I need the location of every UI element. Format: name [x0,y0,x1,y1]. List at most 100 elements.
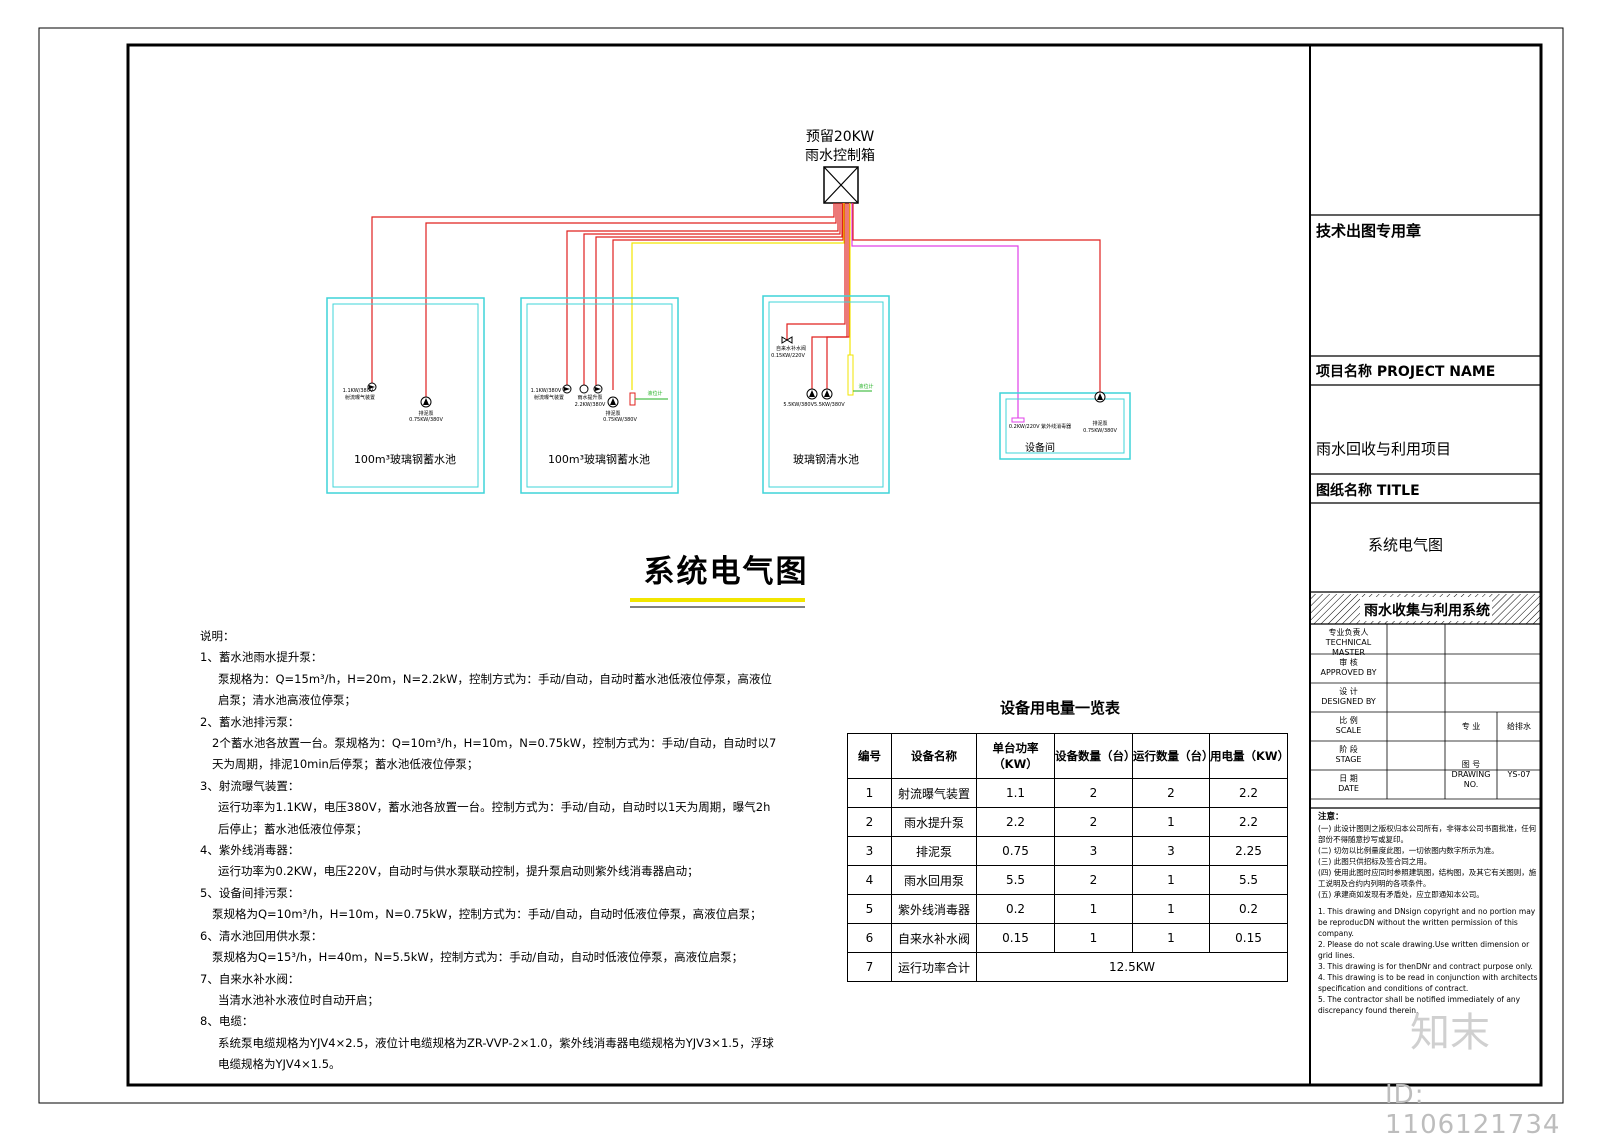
drawing-no-value: YS-07 [1507,770,1531,779]
col-run-qty: 运行数量（台） [1132,733,1214,779]
cell: 5 [847,894,892,924]
pool2-level-label: 液位计 [647,390,662,397]
total-label: 运行功率合计 [891,952,977,982]
main-title: 系统电气图 [643,554,809,590]
design-notes: 说明： 1、蓄水池雨水提升泵： 泵规格为：Q=15m³/h，H=20m，N=2.… [200,626,780,1076]
total-no: 7 [847,952,892,982]
cell: 0.2 [976,894,1055,924]
pool3-name: 玻璃钢清水池 [793,452,859,466]
title-underline [630,598,805,602]
cell: 3 [847,836,892,866]
cell: 雨水回用泵 [891,865,977,895]
note-6-title: 6、清水池回用供水泵： [200,928,323,943]
cell: 2.2 [1209,778,1288,808]
cell: 1 [1132,894,1210,924]
note-en-5: 5. The contractor shall be notified imme… [1318,995,1521,1015]
pool1-device-a-1: 1.1KW/380V [343,388,374,394]
cell: 雨水提升泵 [891,807,977,837]
note-cn-3: (三) 此图只供招标及签合同之用。 [1318,857,1432,866]
pool1-name: 100m³玻璃钢蓄水池 [354,452,456,466]
note-cn-1: (一) 此设计图则之版权归本公司所有，非得本公司书面批准，任何部份不得随意抄写或… [1318,824,1537,844]
cell: 紫外线消毒器 [891,894,977,924]
cell: 0.75 [976,836,1055,866]
col-device: 设备名称 [891,733,977,779]
role-cn: 设 计 [1339,687,1358,696]
cell: 5.5 [976,865,1055,895]
load-table: 编号 设备名称 单台功率（KW） 设备数量（台） 运行数量（台） 用电量（KW）… [847,733,1289,982]
cell: 1 [1054,894,1133,924]
pool1-device-b-1: 排泥泵 [418,410,433,417]
cell: 1 [1132,807,1210,837]
stamp-label: 技术出图专用章 [1316,222,1422,240]
cell: 1 [847,778,892,808]
pool3-valve-2: 0.15KW/220V [771,353,805,359]
project-name: 雨水回收与利用项目 [1316,440,1452,458]
control-box-label-1: 预留20KW [806,129,874,145]
col-unit-power: 单台功率（KW） [976,733,1055,779]
note-1-title: 1、蓄水池雨水提升泵： [200,650,323,665]
cell: 3 [1132,836,1210,866]
inner-frame [126,43,1543,1087]
cell: 1 [1132,923,1210,953]
role-en: APPROVED BY [1320,668,1377,677]
room-uv-label: 0.2KW/220V 紫外线消毒器 [1009,423,1071,430]
pool3-valve-1: 自来水补水阀 [776,345,806,352]
discipline-value: 给排水 [1507,722,1531,731]
cell: 2 [847,807,892,837]
pool2-device-b-1: 雨水提升泵 [577,394,602,401]
cell: 1 [1054,923,1133,953]
title-label: 图纸名称 TITLE [1316,483,1420,499]
cell: 4 [847,865,892,895]
cell: 2.25 [1209,836,1288,866]
pool2-name: 100m³玻璃钢蓄水池 [548,452,650,466]
uv-sterilizer-icon [1011,417,1025,423]
cell: 6 [847,923,892,953]
cell: 2.2 [976,807,1055,837]
note-en-1: 1. This drawing and DNsign copyright and… [1318,907,1536,938]
cell: 0.15 [976,923,1055,953]
image-id-watermark: ID: 1106121734 [1385,1080,1561,1140]
notes-cn-heading: 注意： [1318,812,1344,822]
drawing-no-cn: 图 号 [1461,760,1481,769]
project-label: 项目名称 PROJECT NAME [1316,364,1496,380]
title-name: 系统电气图 [1368,536,1444,554]
room-pump-2: 0.75KW/380V [1083,428,1117,434]
cell: 2 [1054,865,1133,895]
cell: 射流曝气装置 [891,778,977,808]
pool-1: 1.1KW/380V 射流曝气装置 排泥泵 0.75KW/380V 100m³玻… [326,297,485,494]
pool2-device-c-1: 排泥泵 [605,410,620,417]
pool3-level-label: 液位计 [858,383,873,390]
role-cn: 阶 段 [1339,745,1358,754]
notes-heading: 说明： [200,629,235,643]
note-8-title: 8、电缆： [200,1014,254,1029]
cell: 1.1 [976,778,1055,808]
cell: 0.15 [1209,923,1288,953]
col-qty: 设备数量（台） [1054,733,1136,779]
power-cables [371,203,1101,418]
load-table-header: 编号 设备名称 单台功率（KW） 设备数量（台） 运行数量（台） 用电量（KW） [847,733,1289,779]
col-no: 编号 [847,733,892,779]
pool-3: 液位计 自来水补水阀 0.15KW/220V 5.5KW/380V5.5KW/3… [762,295,890,494]
pool2-device-b-2: 2.2KW/380V [575,402,606,408]
note-2-body: 2个蓄水池各放置一台。泵规格为：Q=10m³/h，H=10m，N=0.75kW，… [212,736,777,772]
note-cn-4: (四) 使用此图时应同时参照建筑图，结构图，及其它有关图则，施工说明及合约内列明… [1318,868,1537,888]
cell: 5.5 [1209,865,1288,895]
note-5-body: 泵规格为Q=10m³/h，H=10m，N=0.75kW，控制方式为：手动/自动，… [212,907,762,922]
cell: 2 [1132,778,1210,808]
role-en: SCALE [1335,726,1362,735]
load-table-title: 设备用电量一览表 [1000,699,1121,717]
note-4-title: 4、紫外线消毒器： [200,843,300,858]
role-en: DESIGNED BY [1321,697,1376,706]
outer-frame [38,27,1564,1104]
note-3-title: 3、射流曝气装置： [200,778,300,793]
